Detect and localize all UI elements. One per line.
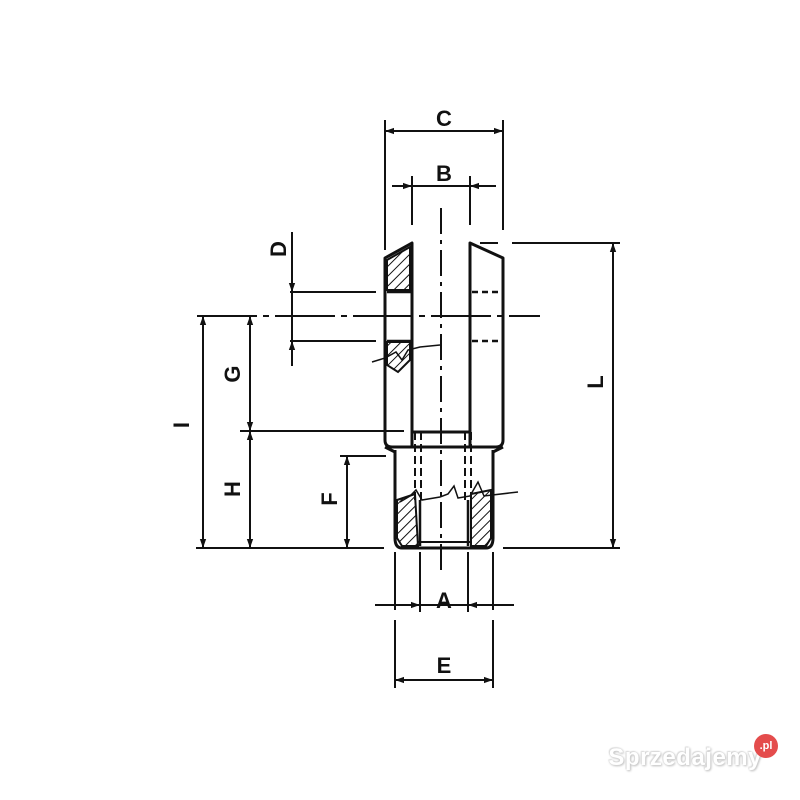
label-E: E bbox=[437, 653, 452, 678]
dimension-lines bbox=[199, 127, 617, 684]
label-H: H bbox=[220, 481, 245, 497]
label-D: D bbox=[266, 241, 291, 257]
label-L: L bbox=[583, 375, 608, 388]
extension-lines bbox=[196, 120, 620, 688]
label-I: I bbox=[169, 422, 194, 428]
watermark-text: Sprzedajemy bbox=[608, 744, 762, 771]
label-F: F bbox=[317, 492, 342, 505]
right-fork-leg bbox=[468, 241, 505, 449]
break-lines bbox=[371, 344, 519, 503]
hatched-sections bbox=[386, 245, 492, 547]
center-lines bbox=[197, 208, 540, 570]
label-B: B bbox=[436, 161, 452, 186]
label-A: A bbox=[436, 588, 452, 613]
watermark-badge: .pl bbox=[754, 734, 778, 758]
label-G: G bbox=[220, 365, 245, 382]
pin-hole bbox=[387, 290, 501, 343]
label-C: C bbox=[436, 106, 452, 131]
